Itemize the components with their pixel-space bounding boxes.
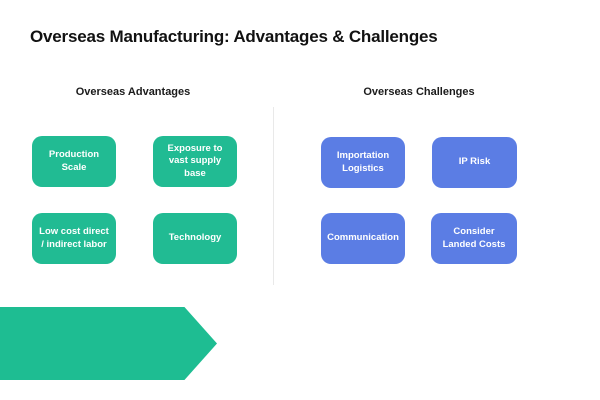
advantages-column-header: Overseas Advantages bbox=[75, 86, 191, 98]
challenges-column-header: Overseas Challenges bbox=[363, 86, 475, 98]
challenge-box-landed-costs: Consider Landed Costs bbox=[431, 213, 517, 264]
challenge-box-communication: Communication bbox=[321, 213, 405, 264]
challenge-box-ip-risk: IP Risk bbox=[432, 137, 517, 188]
advantage-box-technology: Technology bbox=[153, 213, 237, 264]
column-divider bbox=[273, 107, 274, 285]
slide-title: Overseas Manufacturing: Advantages & Cha… bbox=[30, 27, 438, 46]
advantage-box-production-scale: Production Scale bbox=[32, 136, 116, 187]
challenge-box-importation-logistics: Importation Logistics bbox=[321, 137, 405, 188]
advantage-box-supply-base: Exposure to vast supply base bbox=[153, 136, 237, 187]
right-arrow-shape bbox=[0, 307, 217, 380]
advantage-box-low-cost-labor: Low cost direct / indirect labor bbox=[32, 213, 116, 264]
